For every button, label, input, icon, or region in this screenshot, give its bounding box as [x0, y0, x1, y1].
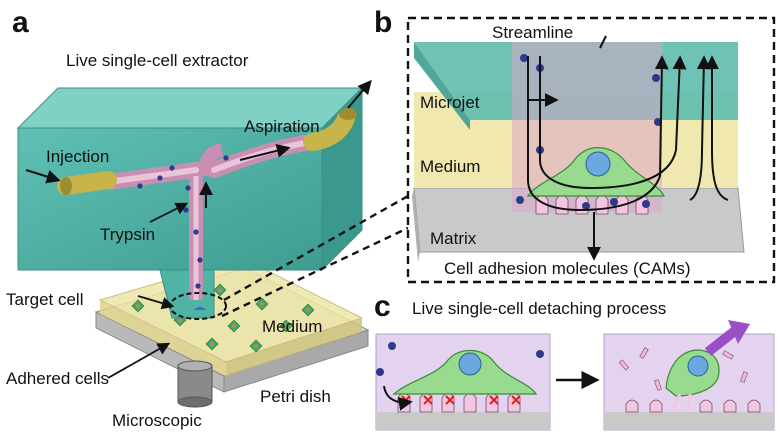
- microchannel: [100, 134, 320, 300]
- nucleus-before: [458, 352, 482, 376]
- panel-c: c Live single-cell detaching process: [374, 290, 775, 431]
- label-cams: Cell adhesion molecules (CAMs): [444, 259, 691, 278]
- extractor-block: [16, 86, 364, 319]
- label-aspiration: Aspiration: [244, 117, 320, 136]
- label-trypsin: Trypsin: [100, 225, 155, 244]
- panel-c-letter: c: [374, 290, 391, 323]
- target-cell: [194, 307, 206, 310]
- panel-b-letter: b: [374, 6, 392, 39]
- panel-b: b: [374, 6, 776, 284]
- panel-a-title: Live single-cell extractor: [66, 51, 249, 70]
- streamlines: [527, 35, 729, 261]
- aspiration-tube: [303, 108, 357, 151]
- after-state: [603, 320, 775, 431]
- panel-c-title: Live single-cell detaching process: [412, 299, 666, 318]
- nucleus-b: [585, 151, 611, 177]
- label-streamline: Streamline: [492, 23, 573, 42]
- label-microjet: Microjet: [420, 93, 480, 112]
- zoom-connectors: [221, 194, 409, 318]
- microscope-objective: [177, 360, 213, 408]
- injection-tube: [57, 171, 117, 195]
- flow-arrows: [25, 79, 372, 208]
- label-medium-b: Medium: [420, 157, 480, 176]
- nucleus-after: [687, 355, 709, 377]
- label-medium-a: Medium: [262, 317, 322, 336]
- panel-b-frame: [406, 16, 776, 284]
- callout-lines: [107, 202, 189, 379]
- panel-a-letter: a: [12, 6, 29, 39]
- trypsin-beads-b: [516, 54, 662, 210]
- panel-a: a Live single-cell extractor: [6, 6, 372, 430]
- label-matrix: Matrix: [430, 229, 477, 248]
- label-target-cell: Target cell: [6, 290, 83, 309]
- detach-arrow: [728, 320, 750, 344]
- label-petri-dish: Petri dish: [260, 387, 331, 406]
- label-adhered-cells: Adhered cells: [6, 369, 109, 388]
- label-microscopic: Microscopic: [112, 411, 202, 430]
- label-injection: Injection: [46, 147, 109, 166]
- before-state: [375, 333, 551, 431]
